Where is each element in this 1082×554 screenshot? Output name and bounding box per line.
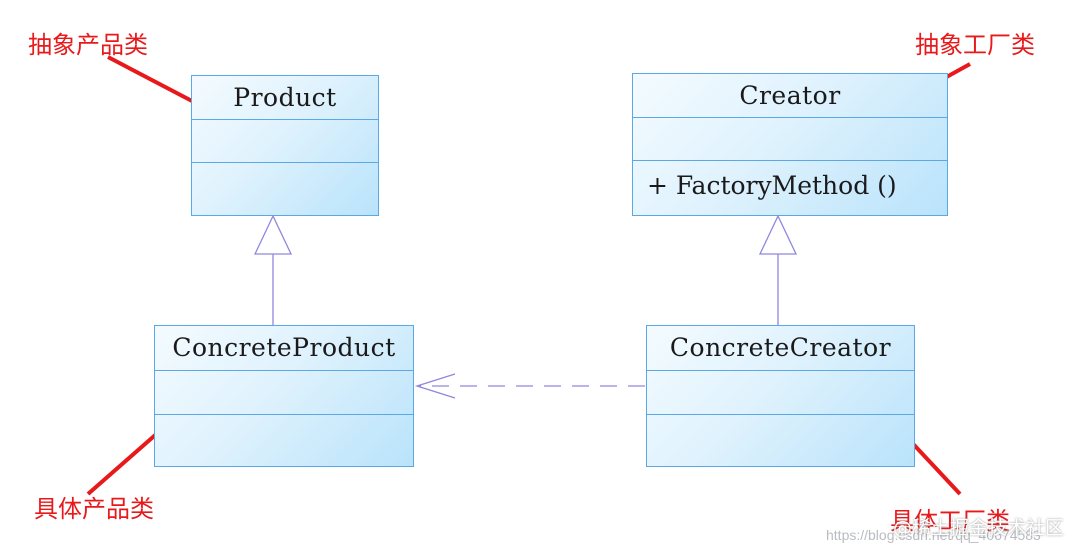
concrete-creator-class[interactable]: ConcreteCreator [646, 325, 915, 467]
concrete-creator-methods-compartment [647, 414, 914, 465]
factory-method: + FactoryMethod () [647, 171, 897, 200]
label-abstract-factory: 抽象工厂类 [915, 31, 1035, 59]
product-attributes-compartment [192, 119, 378, 162]
product-class-name: Product [233, 83, 337, 112]
creator-class-name: Creator [739, 81, 841, 110]
creator-methods-compartment: + FactoryMethod () [633, 160, 947, 214]
generalization-arrowhead-product [253, 214, 293, 255]
concrete-creator-class-name: ConcreteCreator [669, 333, 892, 362]
label-abstract-product: 抽象产品类 [28, 31, 148, 59]
concrete-product-class[interactable]: ConcreteProduct [154, 325, 414, 467]
creator-class[interactable]: Creator + FactoryMethod () [632, 73, 948, 216]
concrete-product-methods-compartment [155, 414, 413, 465]
watermark-url: https://blog.csdn.net/qq_40674583 [826, 527, 1041, 543]
watermark-site: @稀土掘金技术社区 [893, 517, 1065, 539]
label-concrete-factory: 具体工厂类 [890, 507, 1010, 535]
concrete-product-class-name: ConcreteProduct [172, 333, 396, 362]
concrete-creator-attributes-compartment [647, 370, 914, 414]
label-concrete-product: 具体产品类 [34, 495, 154, 523]
dependency-arrowhead [414, 373, 456, 399]
concrete-product-attributes-compartment [155, 370, 413, 414]
creator-attributes-compartment [633, 117, 947, 160]
generalization-arrowhead-creator [758, 214, 798, 255]
product-methods-compartment [192, 162, 378, 214]
product-class[interactable]: Product [191, 75, 379, 216]
